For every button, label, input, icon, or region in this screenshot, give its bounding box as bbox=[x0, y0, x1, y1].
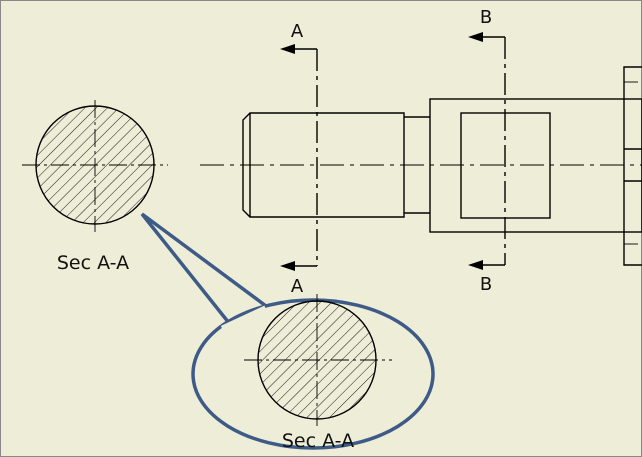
arrow-b-bottom bbox=[468, 260, 483, 270]
callout-section-view bbox=[244, 294, 392, 426]
callout-caption: Sec A-A bbox=[282, 430, 354, 452]
callout-pointer bbox=[140, 212, 268, 325]
arrow-b-top bbox=[468, 32, 483, 42]
cutting-plane-b bbox=[468, 32, 506, 270]
callout-joint-mask bbox=[220, 305, 272, 341]
arrow-a-top bbox=[280, 44, 295, 54]
label-a-top: A bbox=[291, 21, 304, 42]
section-centerlines bbox=[22, 100, 168, 232]
label-b-bottom: B bbox=[480, 274, 492, 295]
section-view-a-a bbox=[22, 100, 168, 232]
shaft-part bbox=[242, 66, 642, 266]
section-view-caption: Sec A-A bbox=[57, 252, 129, 274]
cutting-plane-a bbox=[280, 44, 318, 271]
shaft-body bbox=[429, 98, 642, 233]
callout-pointer-fill bbox=[142, 214, 262, 320]
flange-edges bbox=[624, 148, 642, 182]
label-a-bottom: A bbox=[291, 276, 304, 297]
callout-centerlines bbox=[244, 294, 392, 426]
label-b-top: B bbox=[480, 7, 492, 28]
arrow-a-bottom bbox=[280, 261, 295, 271]
shaft-groove bbox=[404, 116, 430, 214]
cutting-legs-b bbox=[480, 36, 505, 266]
cutting-legs-a bbox=[292, 48, 317, 267]
flange-hidden-lines bbox=[624, 81, 642, 245]
shaft-flange bbox=[623, 66, 642, 266]
